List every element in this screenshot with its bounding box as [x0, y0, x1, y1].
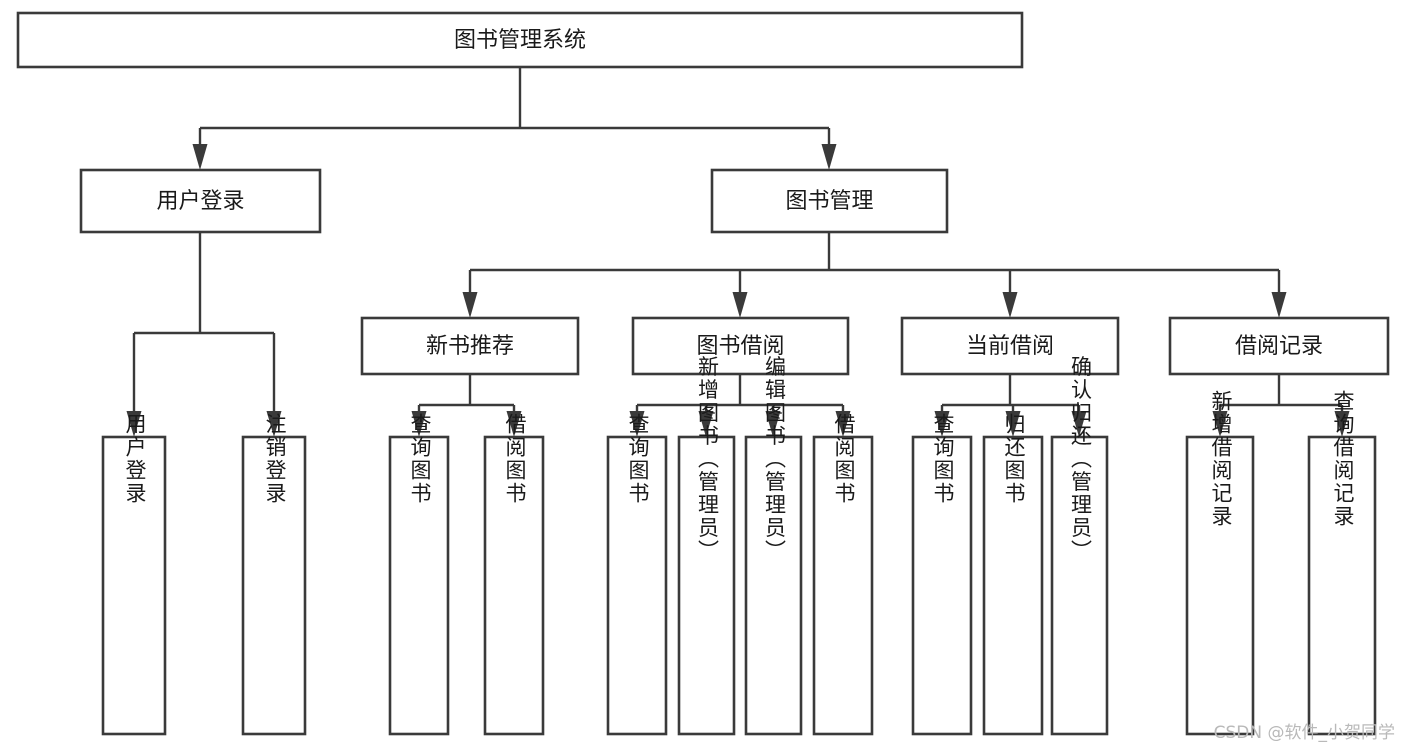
node-user-login[interactable]: 用户登录	[79, 168, 322, 234]
group-current-borrow-branch-0-arrowhead	[934, 411, 950, 437]
group-book-borrow-branch-2-arrowhead	[765, 411, 781, 437]
node-leaf-borrow-book-1[interactable]: 借阅图书	[483, 413, 545, 736]
node-box-book-borrow[interactable]	[631, 316, 850, 376]
node-label-borrow-record: 借阅记录	[1235, 334, 1323, 359]
node-leaf-query-book-2[interactable]: 查询图书	[606, 413, 668, 736]
node-label-current-borrow: 当前借阅	[966, 334, 1054, 359]
node-box-leaf-query-book-1[interactable]	[388, 435, 450, 736]
node-leaf-borrow-book-2[interactable]: 借阅图书	[812, 413, 874, 736]
node-box-leaf-user-login[interactable]	[101, 435, 167, 736]
node-leaf-add-record[interactable]: 新增借阅记录	[1185, 390, 1255, 736]
book-manage-branch-0-arrowhead	[462, 292, 478, 318]
node-label-root: 图书管理系统	[454, 28, 586, 53]
group-current-borrow-branch-1-arrowhead	[1005, 411, 1021, 437]
node-label-leaf-confirm-return: 确认归还（管理员）	[1069, 356, 1093, 563]
node-label-leaf-user-login: 用户登录	[123, 413, 147, 505]
node-label-leaf-add-record: 新增借阅记录	[1209, 390, 1233, 528]
node-label-leaf-query-record: 查询借阅记录	[1331, 390, 1355, 528]
node-box-root[interactable]	[16, 11, 1024, 69]
connector-layer	[126, 67, 1350, 437]
group-borrow-record-branch-0-arrowhead	[1212, 411, 1228, 437]
node-box-book-manage[interactable]	[710, 168, 949, 234]
node-new-book-recommend[interactable]: 新书推荐	[360, 316, 580, 376]
node-box-leaf-add-book[interactable]	[677, 435, 736, 736]
node-label-leaf-query-book-1: 查询图书	[408, 413, 432, 505]
book-manage-branch-1-arrowhead	[732, 292, 748, 318]
root-branch-0-arrowhead	[192, 144, 208, 170]
node-root[interactable]: 图书管理系统	[16, 11, 1024, 69]
group-book-borrow-branch-3-arrowhead	[835, 411, 851, 437]
node-label-user-login: 用户登录	[156, 189, 244, 214]
group-new-book-branch-0-arrowhead	[411, 411, 427, 437]
book-manage-branch-3-arrowhead	[1271, 292, 1287, 318]
node-leaf-confirm-return[interactable]: 确认归还（管理员）	[1050, 356, 1109, 736]
book-manage-branch-2-arrowhead	[1002, 292, 1018, 318]
node-box-leaf-logout[interactable]	[241, 435, 307, 736]
node-box-leaf-query-record[interactable]	[1307, 435, 1377, 736]
node-label-leaf-logout: 注销登录	[263, 413, 287, 505]
node-book-borrow[interactable]: 图书借阅	[631, 316, 850, 376]
node-box-leaf-edit-book[interactable]	[744, 435, 803, 736]
node-box-leaf-add-record[interactable]	[1185, 435, 1255, 736]
node-leaf-return-book[interactable]: 归还图书	[982, 413, 1044, 736]
node-leaf-query-book-3[interactable]: 查询图书	[911, 413, 973, 736]
group-book-borrow-branch-1-arrowhead	[698, 411, 714, 437]
node-leaf-query-record[interactable]: 查询借阅记录	[1307, 390, 1377, 736]
node-leaf-query-book-1[interactable]: 查询图书	[388, 413, 450, 736]
node-label-leaf-add-book: 新增图书（管理员）	[696, 356, 720, 563]
node-box-borrow-record[interactable]	[1168, 316, 1390, 376]
node-label-new-book-recommend: 新书推荐	[426, 334, 514, 359]
node-box-current-borrow[interactable]	[900, 316, 1120, 376]
root-branch-1-arrowhead	[821, 144, 837, 170]
node-leaf-add-book[interactable]: 新增图书（管理员）	[677, 356, 736, 736]
node-box-leaf-confirm-return[interactable]	[1050, 435, 1109, 736]
node-box-leaf-query-book-2[interactable]	[606, 435, 668, 736]
group-current-borrow-branch-2-arrowhead	[1071, 411, 1087, 437]
node-label-leaf-borrow-book-2: 借阅图书	[832, 413, 856, 505]
node-borrow-record[interactable]: 借阅记录	[1168, 316, 1390, 376]
group-book-borrow-branch-0-arrowhead	[629, 411, 645, 437]
node-leaf-edit-book[interactable]: 编辑图书（管理员）	[744, 356, 803, 736]
node-label-leaf-query-book-3: 查询图书	[931, 413, 955, 505]
watermark-label: CSDN @软件_小贺同学	[1213, 723, 1395, 743]
node-label-leaf-edit-book: 编辑图书（管理员）	[763, 356, 787, 563]
node-box-leaf-borrow-book-2[interactable]	[812, 435, 874, 736]
node-label-book-manage: 图书管理	[785, 189, 873, 214]
group-borrow-record-branch-1-arrowhead	[1334, 411, 1350, 437]
node-current-borrow[interactable]: 当前借阅	[900, 316, 1120, 376]
node-box-leaf-borrow-book-1[interactable]	[483, 435, 545, 736]
node-label-leaf-borrow-book-1: 借阅图书	[503, 413, 527, 505]
node-layer: 图书管理系统用户登录图书管理新书推荐图书借阅当前借阅借阅记录用户登录注销登录查询…	[16, 11, 1390, 736]
node-box-user-login[interactable]	[79, 168, 322, 234]
group-user-login-branch-0-arrowhead	[126, 411, 142, 437]
node-book-manage[interactable]: 图书管理	[710, 168, 949, 234]
node-label-leaf-return-book: 归还图书	[1002, 413, 1026, 505]
node-leaf-logout[interactable]: 注销登录	[241, 413, 307, 736]
node-label-book-borrow: 图书借阅	[696, 334, 784, 359]
node-leaf-user-login[interactable]: 用户登录	[101, 413, 167, 736]
group-new-book-branch-1-arrowhead	[506, 411, 522, 437]
group-user-login-branch-1-arrowhead	[266, 411, 282, 437]
node-box-new-book-recommend[interactable]	[360, 316, 580, 376]
node-box-leaf-query-book-3[interactable]	[911, 435, 973, 736]
node-label-leaf-query-book-2: 查询图书	[626, 413, 650, 505]
node-box-leaf-return-book[interactable]	[982, 435, 1044, 736]
